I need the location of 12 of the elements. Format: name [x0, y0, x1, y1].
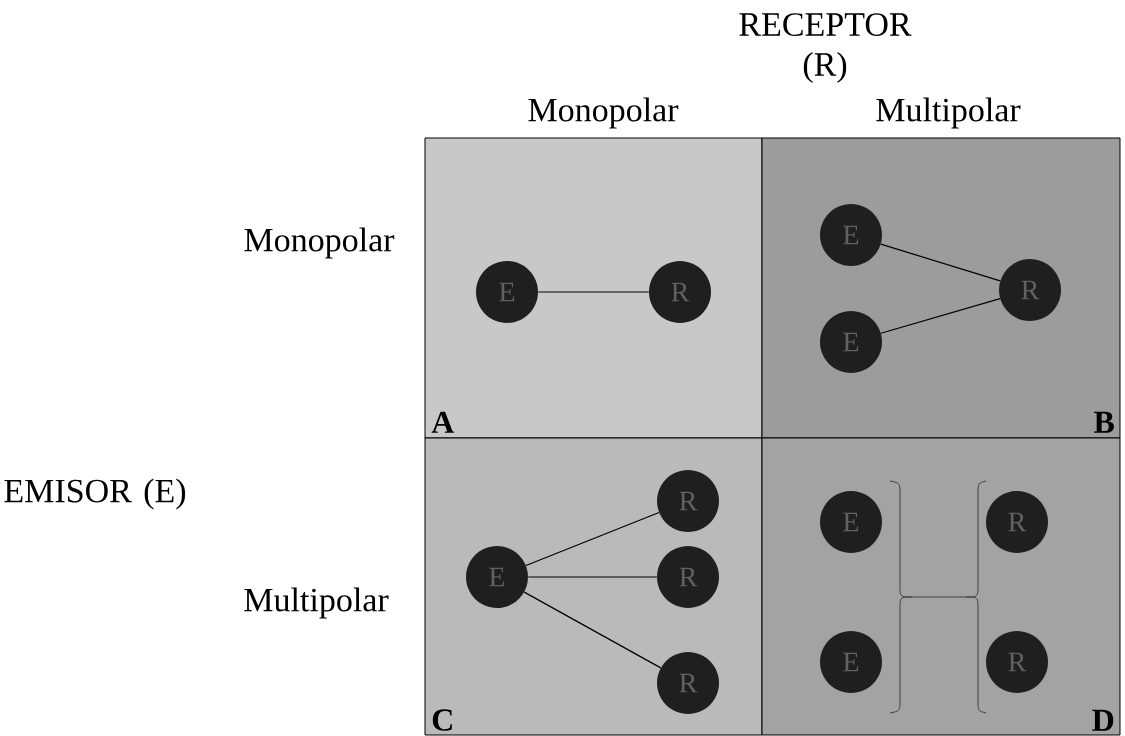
- header-label: Monopolar: [244, 227, 395, 259]
- header-label: Multipolar: [876, 97, 1021, 129]
- header-label: EMISOR (E): [4, 478, 186, 510]
- connector-line: [880, 298, 1001, 334]
- connector-line: [523, 591, 662, 669]
- header-label: Monopolar: [528, 97, 679, 129]
- connector-line: [880, 243, 1001, 282]
- connector-line: [525, 511, 660, 567]
- header-label: Multipolar: [244, 587, 389, 619]
- connector-line: [527, 576, 658, 578]
- header-label: RECEPTOR (R): [739, 13, 912, 83]
- connector-line: [537, 291, 650, 293]
